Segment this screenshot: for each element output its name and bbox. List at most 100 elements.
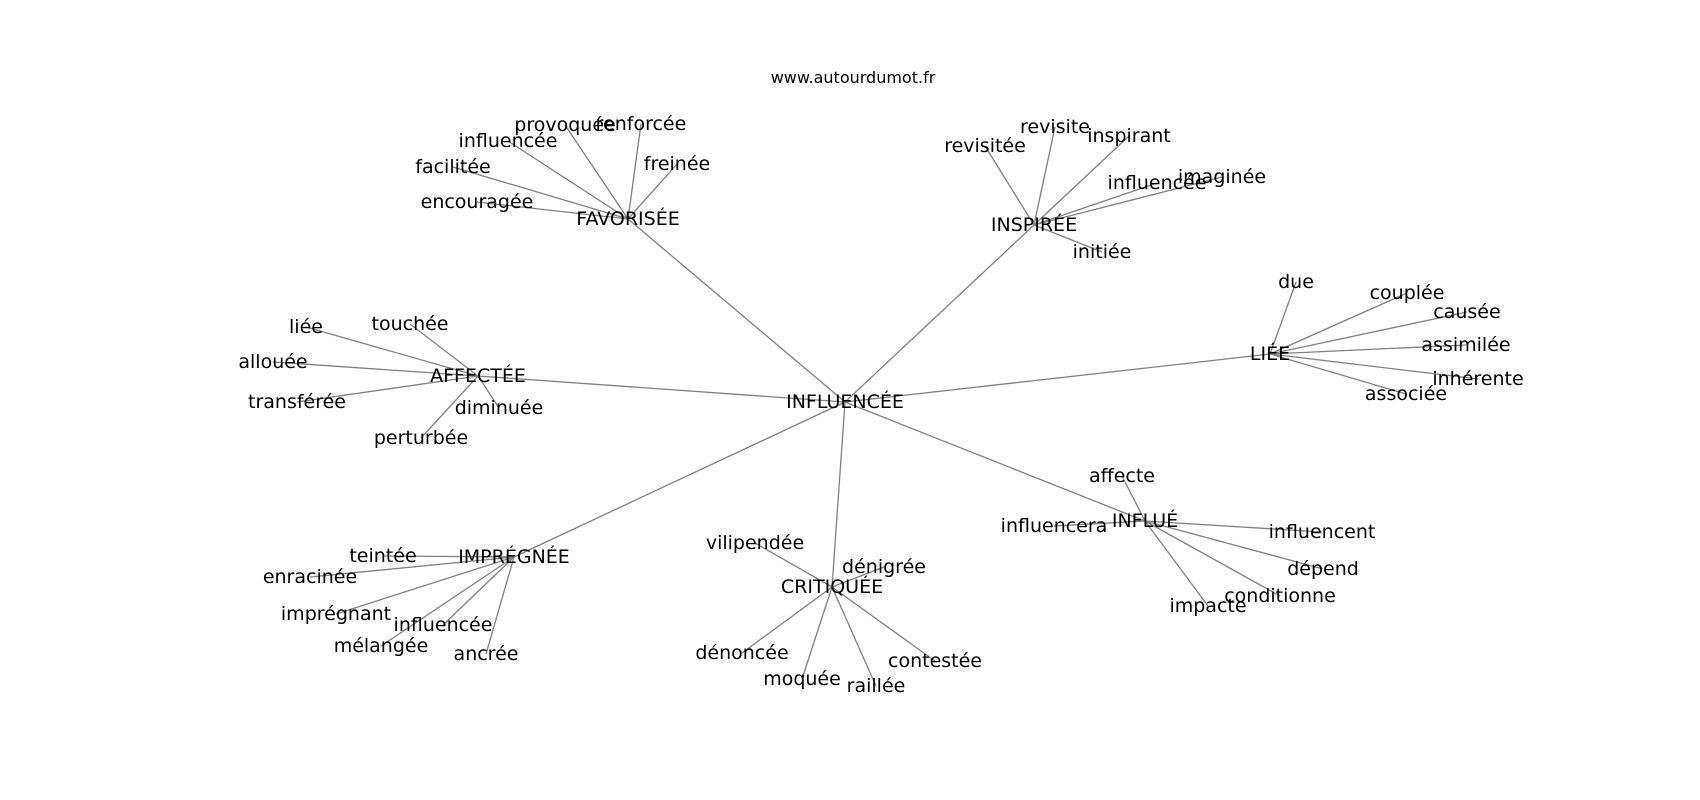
- edge-group-to-leaf: [1269, 344, 1467, 355]
- edge-group-to-leaf: [1033, 224, 1103, 253]
- leaf-node: influencée: [394, 614, 493, 636]
- edge-group-to-leaf: [1144, 520, 1323, 533]
- leaf-node: dénigrée: [842, 556, 926, 578]
- leaf-node: vilipendée: [706, 532, 804, 554]
- edge-center-to-group: [477, 375, 846, 403]
- edge-group-to-leaf: [476, 201, 629, 220]
- leaf-node: imprégnant: [281, 603, 391, 625]
- edge-group-to-leaf: [831, 566, 885, 588]
- leaf-node: inhérente: [1432, 368, 1523, 390]
- leaf-node: revisite: [1020, 116, 1090, 138]
- leaf-node: moquée: [763, 668, 841, 690]
- edge-center-to-group: [844, 224, 1035, 403]
- leaf-node: allouée: [238, 351, 307, 373]
- edge-group-to-leaf: [1033, 176, 1223, 226]
- edge-group-to-leaf: [305, 326, 479, 377]
- group-node: FAVORISÉE: [576, 207, 679, 230]
- edge-group-to-leaf: [309, 556, 515, 578]
- leaf-node: assimilée: [1421, 334, 1510, 356]
- edge-group-to-leaf: [1269, 353, 1407, 395]
- edge-group-to-leaf: [335, 556, 515, 615]
- leaf-node: diminuée: [455, 397, 544, 419]
- leaf-node: teintée: [349, 545, 416, 567]
- edge-group-to-leaf: [627, 163, 678, 220]
- leaf-node: ancrée: [454, 643, 519, 665]
- edge-group-to-leaf: [1121, 475, 1146, 522]
- site-url: www.autourdumot.fr: [771, 68, 936, 87]
- leaf-node: perturbée: [374, 427, 468, 449]
- edge-group-to-leaf: [1033, 126, 1056, 226]
- leaf-node: transférée: [248, 391, 346, 413]
- leaf-node: encouragée: [421, 191, 534, 213]
- edge-group-to-leaf: [1033, 182, 1158, 226]
- leaf-node: impacte: [1169, 595, 1246, 617]
- leaf-node: provoquée: [514, 114, 615, 136]
- edge-group-to-leaf: [485, 556, 515, 655]
- graph-labels: www.autourdumot.fr INFLUENCÉE FAVORISÉE pr…: [238, 68, 1523, 697]
- leaf-node: enracinée: [263, 566, 357, 588]
- graph-edges: [272, 123, 1479, 687]
- leaf-node: dépend: [1287, 558, 1359, 580]
- leaf-node: raillée: [847, 675, 906, 697]
- center-node: INFLUENCÉE: [786, 390, 904, 413]
- edge-group-to-leaf: [564, 124, 629, 220]
- leaf-node: contestée: [888, 650, 982, 672]
- edge-group-to-leaf: [1269, 281, 1297, 355]
- edge-group-to-leaf: [409, 323, 479, 377]
- edge-group-to-leaf: [1053, 520, 1146, 527]
- edge-group-to-leaf: [380, 556, 515, 647]
- group-node: AFFECTÉE: [430, 364, 526, 387]
- edge-group-to-leaf: [296, 375, 479, 403]
- edge-group-to-leaf: [382, 555, 515, 558]
- edge-group-to-leaf: [272, 361, 479, 377]
- leaf-node: facilitée: [415, 156, 490, 178]
- edge-group-to-leaf: [507, 140, 629, 220]
- edge-center-to-group: [844, 401, 1146, 522]
- leaf-node: freinée: [644, 153, 710, 175]
- leaf-node: touchée: [372, 313, 449, 335]
- edge-group-to-leaf: [1269, 292, 1408, 355]
- group-node: LIÉE: [1250, 342, 1290, 365]
- leaf-node: couplée: [1370, 282, 1445, 304]
- leaf-node: influencée: [459, 130, 558, 152]
- edge-center-to-group: [627, 218, 846, 403]
- edge-group-to-leaf: [831, 586, 877, 687]
- group-node: IMPRÉGNÉE: [458, 545, 570, 568]
- leaf-node: mélangée: [334, 635, 429, 657]
- group-node: INSPIRÉE: [991, 213, 1077, 236]
- leaf-node: influencent: [1269, 521, 1376, 543]
- leaf-node: liée: [289, 316, 323, 338]
- edge-group-to-leaf: [442, 556, 515, 626]
- edge-group-to-leaf: [452, 166, 629, 220]
- leaf-node: inspirant: [1087, 125, 1171, 147]
- edge-group-to-leaf: [1144, 520, 1281, 597]
- edge-group-to-leaf: [741, 586, 833, 654]
- edge-group-to-leaf: [831, 586, 936, 662]
- leaf-node: influencée: [1108, 172, 1207, 194]
- edge-group-to-leaf: [1144, 520, 1209, 607]
- group-node: CRITIQUÉE: [781, 575, 883, 598]
- edge-group-to-leaf: [801, 586, 833, 680]
- edge-center-to-group: [831, 401, 846, 588]
- leaf-node: initiée: [1073, 241, 1132, 263]
- edge-group-to-leaf: [420, 375, 479, 439]
- leaf-node: revisitée: [944, 135, 1026, 157]
- leaf-node: conditionne: [1224, 585, 1336, 607]
- edge-group-to-leaf: [477, 375, 500, 409]
- leaf-node: imaginée: [1178, 166, 1266, 188]
- leaf-node: renforcée: [596, 113, 687, 135]
- edge-group-to-leaf: [627, 123, 642, 220]
- group-node: INFLUÉ: [1112, 509, 1178, 532]
- edge-center-to-group: [844, 353, 1271, 403]
- leaf-node: influencera: [1001, 515, 1108, 537]
- edge-group-to-leaf: [1269, 353, 1479, 380]
- edge-center-to-group: [513, 401, 846, 558]
- leaf-node: dénoncée: [695, 642, 788, 664]
- edge-group-to-leaf: [1144, 520, 1324, 570]
- edge-group-to-leaf: [754, 542, 833, 588]
- leaf-node: affecte: [1089, 465, 1155, 487]
- leaf-node: associée: [1365, 383, 1447, 405]
- leaf-node: due: [1278, 271, 1314, 293]
- edge-group-to-leaf: [1269, 311, 1468, 355]
